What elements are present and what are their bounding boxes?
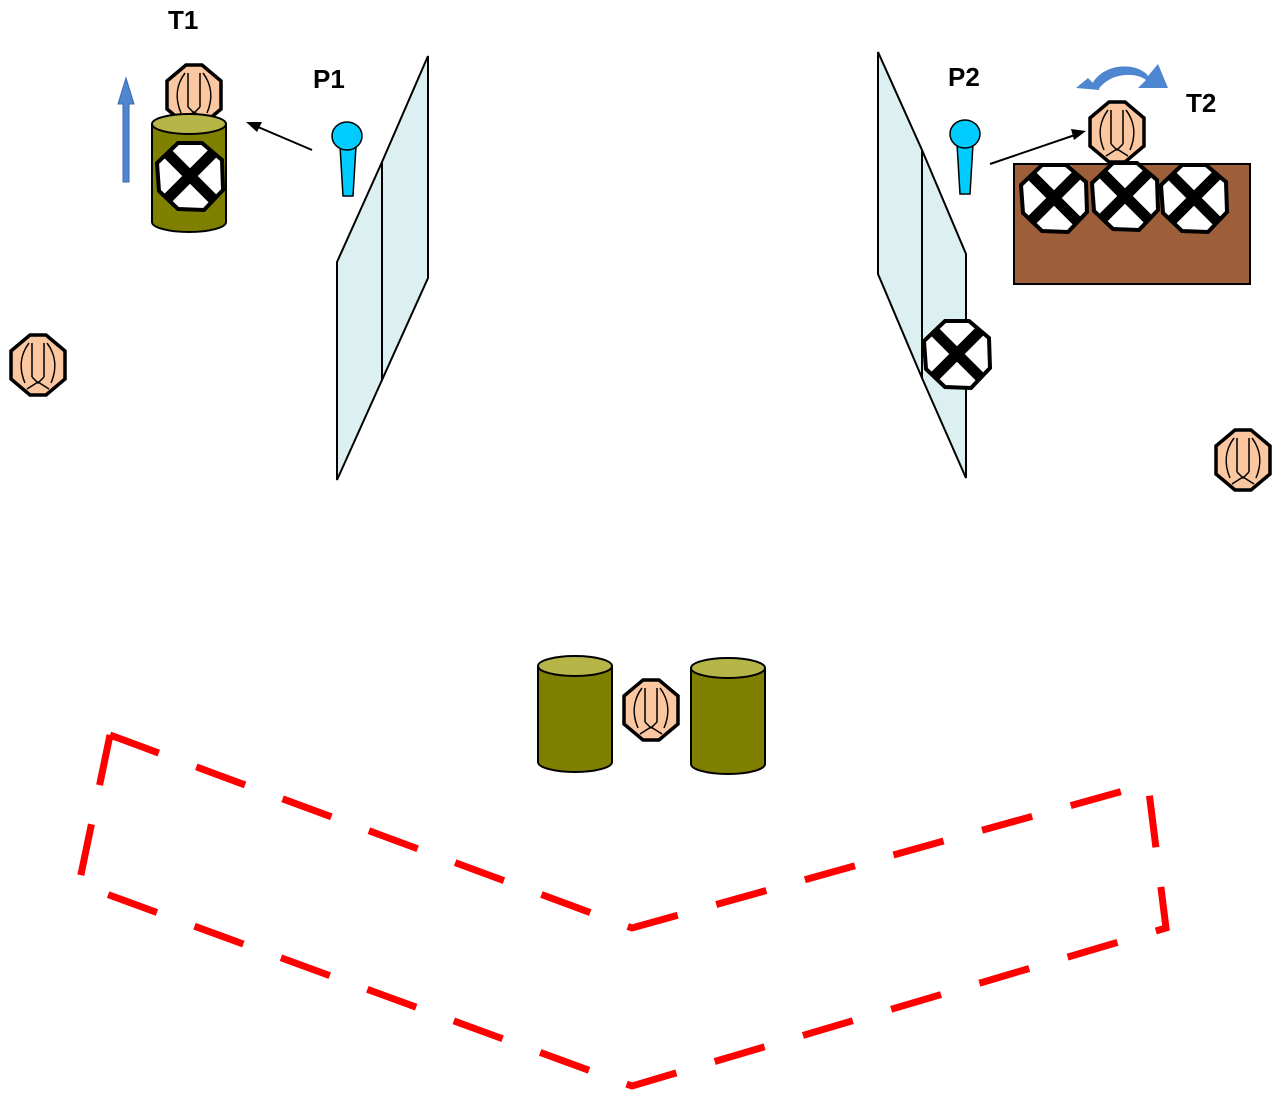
center-target-group: [537, 655, 766, 775]
glass-panel-icon: [921, 149, 967, 479]
move-up-arrow-icon: [117, 76, 135, 183]
head-target-icon: [622, 678, 680, 742]
glass-panel-icon: [381, 55, 429, 381]
head-target-icon: [1088, 100, 1146, 164]
dashed-fault-line: [74, 731, 1170, 1090]
label-t1: T1: [168, 5, 198, 35]
right-wall: [877, 51, 967, 479]
shooter-position-icon: [956, 143, 974, 195]
no-shoot-target-icon: [924, 321, 990, 388]
glass-panel-icon: [336, 161, 383, 481]
no-shoot-target-icon: [1021, 165, 1087, 232]
t2-target-group: [1013, 64, 1251, 285]
no-shoot-target-icon: [1161, 165, 1227, 232]
barrel-icon: [537, 666, 613, 773]
label-t2: T2: [1186, 88, 1216, 118]
barrel-icon: [690, 668, 766, 775]
glass-panel-icon: [877, 51, 923, 379]
left-wall: [336, 55, 429, 481]
t1-target-group: [117, 63, 226, 233]
p1-shooter-position: [246, 121, 363, 197]
no-shoot-target-icon: [1092, 163, 1158, 230]
head-target-icon: [1214, 428, 1272, 492]
no-shoot-target-icon: [157, 143, 223, 210]
head-target-icon: [9, 333, 67, 397]
swing-arrow-icon: [1092, 64, 1168, 90]
label-p2: P2: [948, 62, 980, 92]
shooter-position-icon: [339, 145, 357, 197]
label-p1: P1: [313, 64, 345, 94]
p2-shooter-position: [949, 119, 1086, 195]
